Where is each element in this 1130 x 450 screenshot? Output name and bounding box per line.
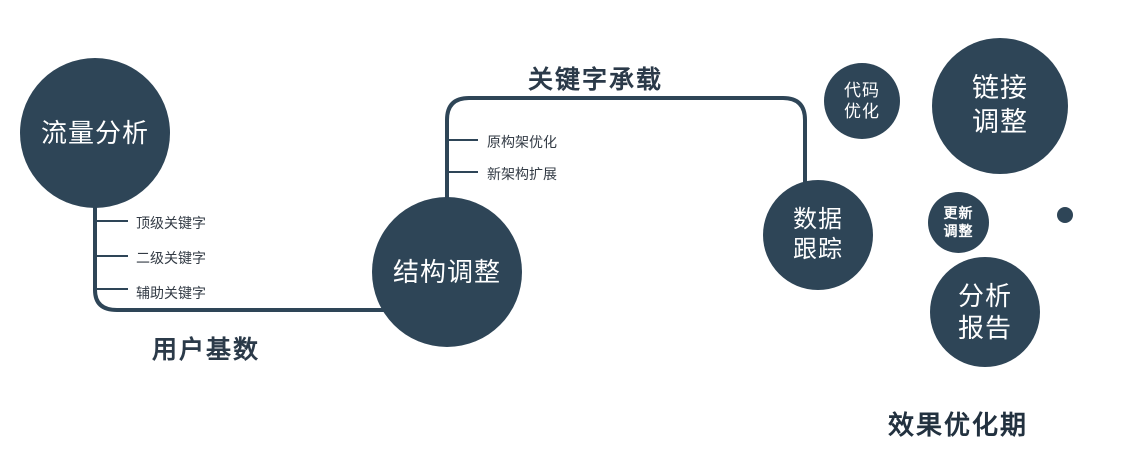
branch-label-top-keywords: 顶级关键字 [136,215,206,231]
branch-label-new-arch: 新架构扩展 [487,166,557,182]
branch-label-aux-keywords: 辅助关键字 [136,285,206,301]
edge-label-user-base: 用户基数 [152,336,261,364]
node-link-adjust: 链接 调整 [932,38,1068,174]
node-code-optimization: 代码 优化 [824,63,900,139]
node-structure-adjust: 结构调整 [372,197,522,347]
edge-label-keyword-carry: 关键字承载 [528,66,664,94]
node-traffic-analysis: 流量分析 [20,58,170,208]
footer-phase-label: 效果优化期 [888,410,1029,440]
node-analysis-report: 分析 报告 [930,257,1040,367]
branch-label-original-arch: 原构架优化 [487,134,557,150]
node-data-tracking: 数据 跟踪 [763,180,873,290]
branch-label-second-keywords: 二级关键字 [136,250,206,266]
edge-traffic-to-structure [93,195,385,312]
small-dot-marker [1057,207,1073,223]
edge-structure-to-tracking [445,96,807,205]
node-update-adjust: 更新 调整 [928,192,989,253]
